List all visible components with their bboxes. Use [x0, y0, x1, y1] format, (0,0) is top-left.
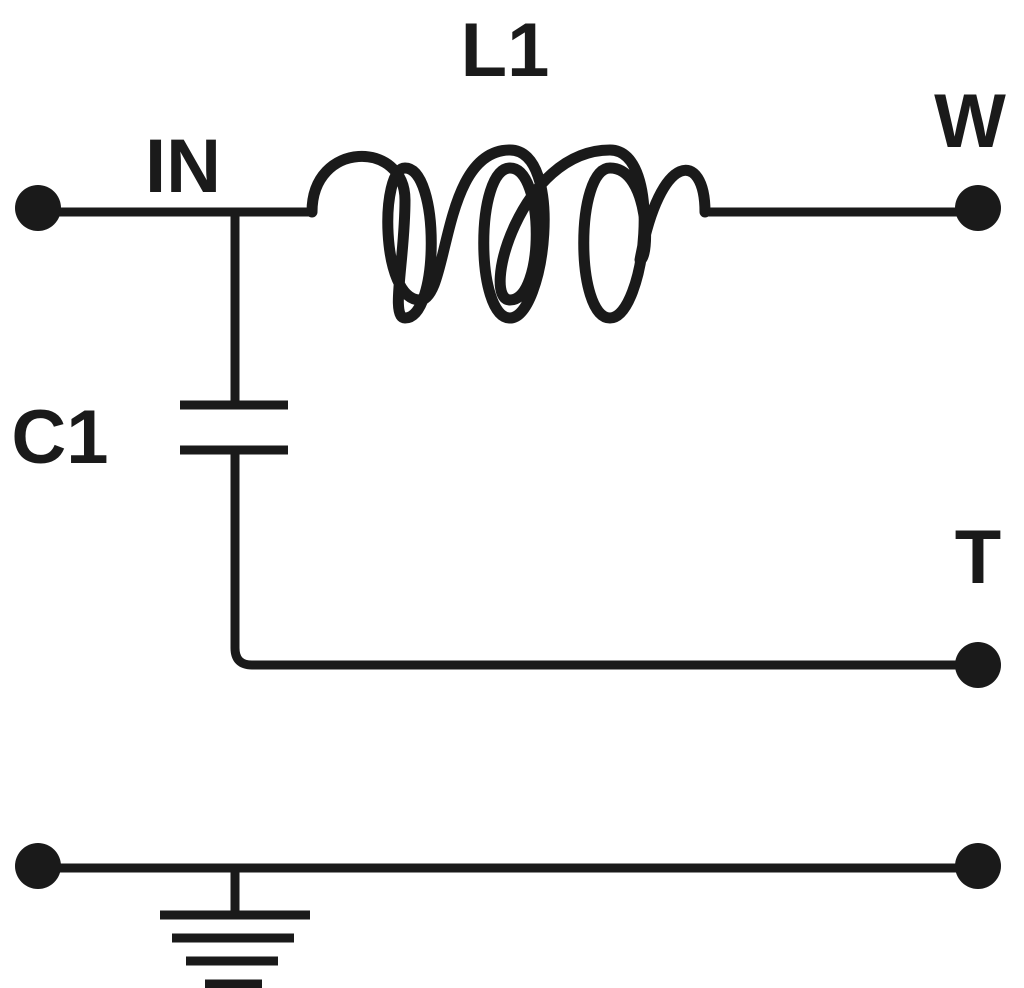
- terminal-w: [955, 185, 1001, 231]
- label-capacitor: C1: [11, 395, 108, 480]
- label-output-t: T: [955, 515, 1001, 600]
- label-input: IN: [145, 124, 221, 209]
- terminal-in: [15, 185, 61, 231]
- terminal-ground-right: [955, 843, 1001, 889]
- inductor-coil-icon: [306, 144, 711, 324]
- label-output-w: W: [934, 79, 1006, 164]
- capacitor-icon: [180, 400, 288, 455]
- wire-to-output-t: [230, 445, 983, 670]
- terminal-t: [955, 642, 1001, 688]
- label-inductor: L1: [461, 8, 550, 93]
- ground-icon: [160, 863, 310, 988]
- terminal-ground-left: [15, 843, 61, 889]
